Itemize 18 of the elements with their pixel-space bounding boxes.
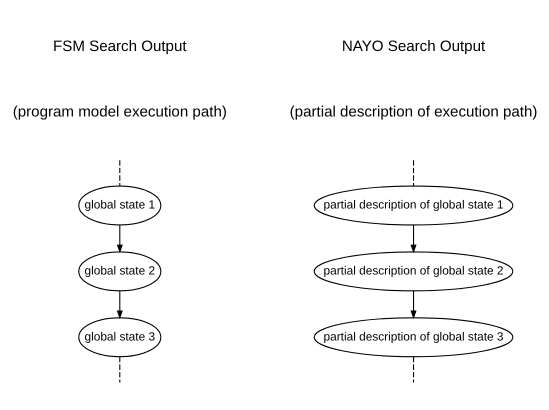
label: (partial description of execution path) [290,103,538,120]
connector [413,356,414,382]
node-ellipse: partial description of global state 3 [314,316,514,357]
arrow [410,290,417,319]
arrow [116,290,123,319]
connector [119,356,120,382]
node-ellipse: partial description of global state 2 [314,250,514,291]
node-ellipse: global state 3 [78,316,162,357]
connector [119,160,120,186]
node-ellipse: partial description of global state 1 [314,185,514,225]
connector [413,160,414,186]
label: (program model execution path) [12,103,227,120]
label: NAYO Search Output [342,37,486,54]
label: FSM Search Output [53,37,187,54]
node-ellipse: global state 2 [78,250,162,291]
arrow [410,224,417,253]
arrow [116,224,123,253]
node-ellipse: global state 1 [78,185,162,225]
